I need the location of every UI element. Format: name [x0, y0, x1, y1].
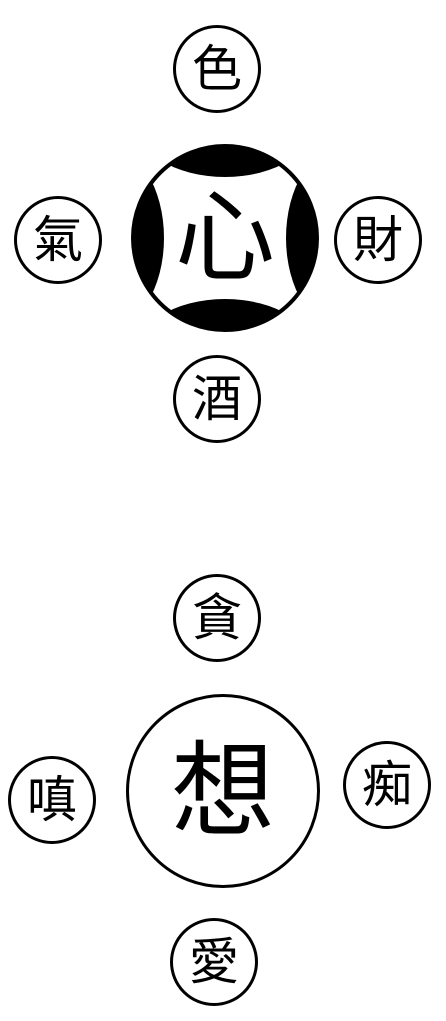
node-label: 酒	[192, 370, 242, 428]
center-label: 心	[175, 179, 275, 296]
node-label: 痴	[362, 756, 412, 814]
node-top-top: 色	[173, 25, 261, 113]
center-emblem	[131, 144, 319, 332]
node-bottom-center: 想	[126, 694, 320, 888]
node-top-bottom: 酒	[173, 355, 261, 443]
node-label: 貪	[192, 589, 242, 647]
node-bottom-bottom: 愛	[170, 918, 258, 1006]
node-label: 財	[353, 211, 403, 269]
node-bottom-left: 嗔	[8, 756, 96, 844]
node-top-center: 心	[128, 141, 322, 335]
node-label: 氣	[33, 211, 83, 269]
node-label: 嗔	[27, 771, 77, 829]
node-top-right: 財	[334, 196, 422, 284]
node-label: 愛	[189, 933, 239, 991]
node-label: 色	[192, 40, 242, 98]
node-bottom-top: 貪	[173, 574, 261, 662]
node-bottom-right: 痴	[343, 741, 431, 829]
node-top-left: 氣	[14, 196, 102, 284]
center-label: 想	[170, 730, 275, 852]
